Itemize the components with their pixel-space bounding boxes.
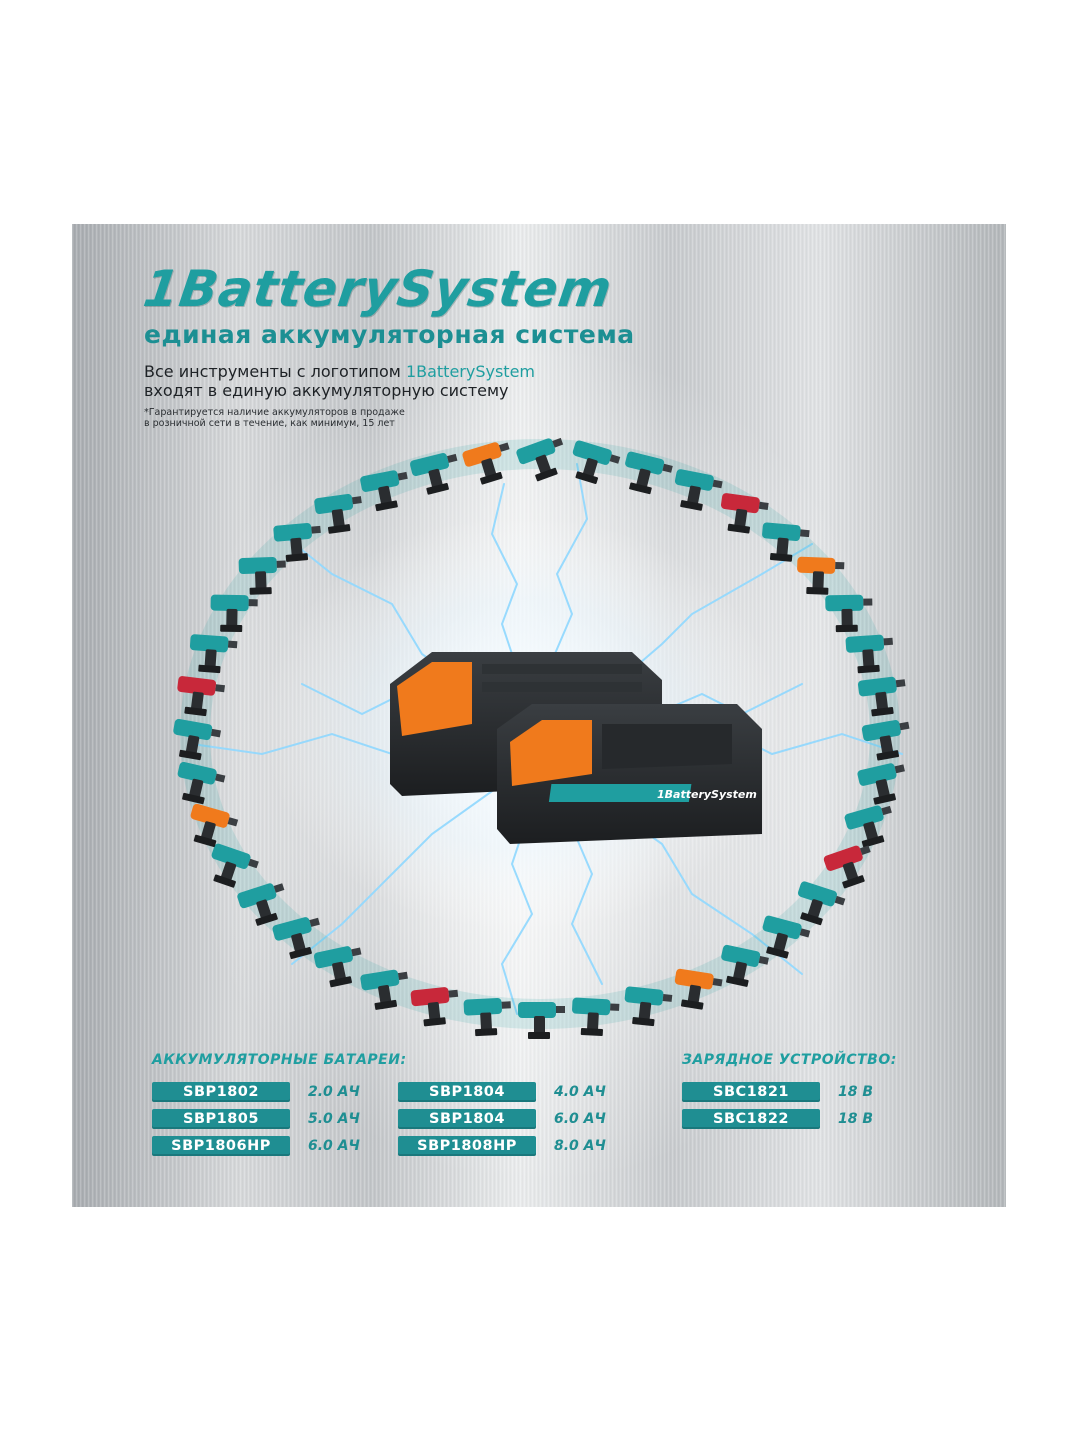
power-tool-icon [360,470,408,512]
power-tool-icon [857,676,906,717]
power-tool-icon [177,676,225,717]
power-tool-icon [762,915,811,959]
battery-spec-row: SBP1805 5.0 АЧ [152,1109,360,1129]
charger-model-badge: SBC1821 [682,1082,820,1102]
chargers-section-title: ЗАРЯДНОЕ УСТРОЙСТВО: [682,1052,897,1068]
brand-subtitle: единая аккумуляторная система [144,320,635,349]
note-line-2: в розничной сети в течение, как минимум,… [144,418,395,429]
tools-ring [173,437,910,1039]
power-tool-icon [272,917,320,960]
guarantee-note: *Гарантируется наличие аккумуляторов в п… [144,407,564,429]
power-tool-icon [177,761,226,805]
power-tool-icon [572,440,621,484]
power-tool-icon [189,634,238,674]
intro-text: Все инструменты с логотипом 1BatterySyst… [144,362,704,400]
power-tool-icon [624,986,673,1027]
intro-brand: 1BatterySystem [405,362,535,381]
lightning-bolt [500,803,534,1015]
lightning-bolt [541,463,589,685]
note-line-1: *Гарантируется наличие аккумуляторов в п… [144,407,405,418]
power-tool-icon [173,718,222,761]
battery-model-badge: SBP1802 [152,1082,290,1102]
battery-pack-front: 1BatterySystem [497,704,762,844]
tools-ring-illustration: 1BatterySystem [173,437,910,1039]
battery-capacity: 6.0 АЧ [308,1138,360,1154]
power-tool-icon [797,881,846,926]
charger-spec-row: SBC1821 18 В [682,1082,873,1102]
power-tool-icon [518,1002,565,1039]
battery-spec-row: SBP1808HP 8.0 АЧ [398,1136,606,1156]
battery-model-badge: SBP1804 [398,1109,536,1129]
battery-model-badge: SBP1804 [398,1082,536,1102]
power-tool-icon [238,556,286,595]
power-tool-icon [762,522,810,562]
power-tool-icon [797,556,845,595]
battery-spec-row: SBP1806HP 6.0 АЧ [152,1136,360,1156]
batteries-section-title: АККУМУЛЯТОРНЫЕ БАТАРЕИ: [152,1052,407,1068]
power-tool-icon [674,968,723,1010]
power-tool-icon [211,843,259,888]
battery-spec-row: SBP1804 6.0 АЧ [398,1109,606,1129]
tool-icons [173,437,910,1039]
lightning-bolt [291,783,503,965]
power-tool-icon [721,944,769,987]
power-tool-icon [861,720,910,761]
power-tool-icon [190,803,239,848]
power-tool-icon [674,469,723,511]
battery-capacity: 8.0 АЧ [554,1138,606,1154]
power-tool-icon [823,845,871,889]
battery-capacity: 5.0 АЧ [308,1111,360,1127]
power-tool-icon [844,805,892,848]
battery-model-badge: SBP1805 [152,1109,290,1129]
brand-logo-title: 1BatterySystem [139,260,616,318]
battery-brand-label: 1BatterySystem [657,788,757,801]
battery-spec-row: SBP1802 2.0 АЧ [152,1082,360,1102]
charger-model-badge: SBC1822 [682,1109,820,1129]
power-tool-icon [273,522,321,562]
intro-suffix: входят в единую аккумуляторную систему [144,381,509,400]
battery-capacity: 4.0 АЧ [554,1084,606,1100]
battery-spec-row: SBP1804 4.0 АЧ [398,1082,606,1102]
power-tool-icon [845,634,893,674]
power-tool-icon [360,969,408,1010]
charger-spec-row: SBC1822 18 В [682,1109,873,1129]
intro-prefix: Все инструменты с логотипом [144,362,406,381]
battery-capacity: 6.0 АЧ [554,1111,606,1127]
power-tool-icon [210,594,258,633]
battery-capacity: 2.0 АЧ [308,1084,360,1100]
power-tool-icon [825,594,873,633]
product-poster: 1BatterySystem единая аккумуляторная сис… [72,224,1006,1207]
power-tool-icon [313,946,362,988]
lightning-bolt [490,483,523,685]
power-tool-icon [720,493,769,534]
battery-model-badge: SBP1808HP [398,1136,536,1156]
power-tool-icon [625,451,673,495]
battery-model-badge: SBP1806HP [152,1136,290,1156]
charger-voltage: 18 В [838,1084,874,1100]
power-tool-icon [463,997,511,1037]
power-tool-icon [410,987,459,1027]
power-tool-icon [857,763,905,805]
power-tool-icon [314,493,362,534]
power-tool-icon [409,453,458,495]
power-tool-icon [572,997,620,1037]
charger-voltage: 18 В [838,1111,874,1127]
power-tool-icon [516,437,564,482]
power-tool-icon [237,883,285,926]
power-tool-icon [462,442,510,485]
